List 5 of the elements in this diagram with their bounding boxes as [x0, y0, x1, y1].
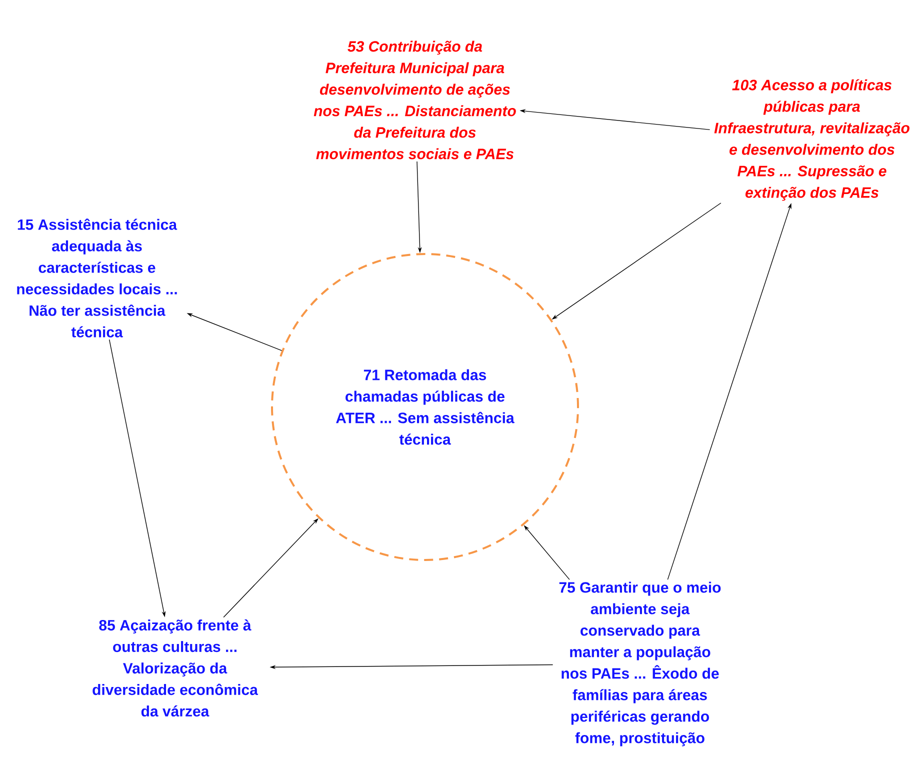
- statement-text: 53 Contribuição da Prefeitura Municipal para desenvolvimento de ações nos PAEs ... Distanciamento da Prefeitura dos movimentos sociais e PAEs: [314, 40, 516, 160]
- statement-text: 15 Assistência técnica adequada às características e necessidades locais ... Não ter assistência técnica: [17, 218, 178, 338]
- statement-text: 85 Açaização frente à outras culturas ... Valorização da diversidade econômica da várzea: [92, 619, 258, 717]
- statement-text: 75 Garantir que o meio ambiente seja conservado para manter a população nos PAEs ... Êxodo de famílias para áreas periféricas gerando fome, prostituição: [559, 582, 721, 746]
- statement-text: 103 Acesso a políticas públicas para Infraestrutura, revitalização e desenvolvimento dos PAEs ... Supressão e extinção dos PAEs: [714, 79, 910, 201]
